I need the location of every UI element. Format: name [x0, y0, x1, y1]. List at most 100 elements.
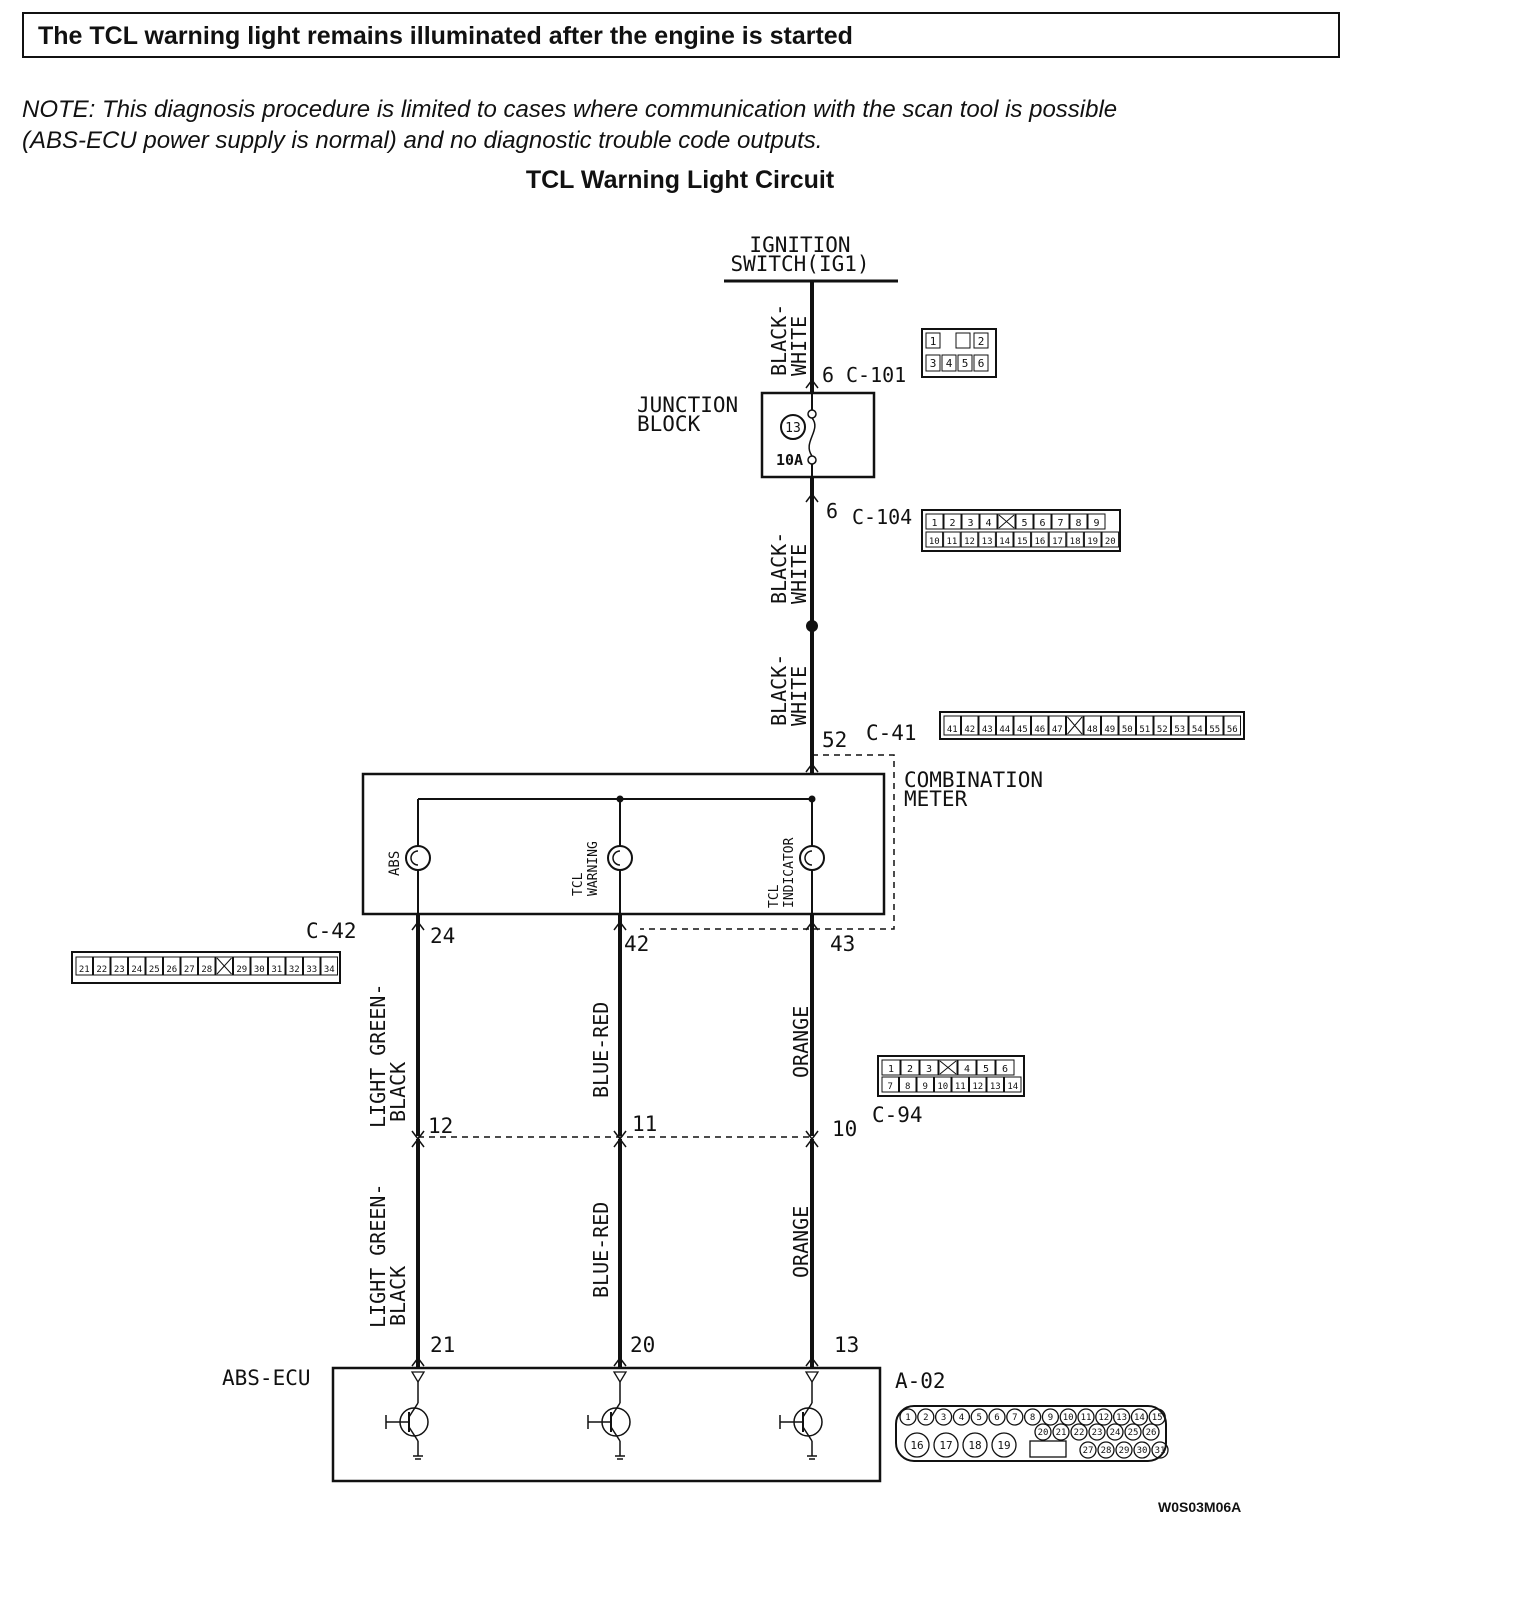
- c41-cell: [943, 715, 961, 736]
- a02-top-pin-circle: [899, 1408, 917, 1426]
- connector-arrow-c41: [805, 762, 819, 773]
- wire-label-light-green-black-1a: LIGHT GREEN-: [366, 984, 390, 1129]
- connector-arrow-c42-warning: [613, 920, 627, 931]
- c104-row1-cell: [961, 513, 980, 530]
- transistor-icon: [587, 1371, 631, 1460]
- c101-pin-5: 5: [962, 357, 969, 370]
- c104-row2-cell: [925, 531, 944, 548]
- c41-cell: [1171, 715, 1189, 736]
- lamp-label-tcl-warning-1: TCL: [571, 872, 586, 896]
- c104-row2-pin: 15: [1017, 537, 1028, 547]
- c42-pin: 24: [131, 965, 142, 975]
- c41-cell: [1136, 715, 1154, 736]
- a02-bottom-pin-circle: [1079, 1441, 1097, 1459]
- a02-top-pin: 3: [941, 1413, 946, 1423]
- a02-bottom-pin: 28: [1101, 1446, 1112, 1456]
- c104-row1-pin: 5: [1021, 518, 1027, 529]
- connector-label-c42: C-42: [306, 919, 357, 943]
- fuse-number-circle: [780, 414, 806, 440]
- c94-row2-cell: [969, 1076, 987, 1093]
- c104-row2-cell: [960, 531, 979, 548]
- connector-arrow-c101: [805, 378, 819, 389]
- c41-cell: [1031, 715, 1049, 736]
- c42-cell: [128, 956, 146, 976]
- c41-pin: 44: [999, 725, 1010, 735]
- pin-c42-indicator: 43: [830, 932, 855, 956]
- c94-row1-pin: 3: [926, 1064, 932, 1075]
- a02-mid-pin: 25: [1128, 1428, 1139, 1438]
- c104-row1-cell: [1069, 513, 1088, 530]
- a02-mid-pin-circle: [1142, 1423, 1160, 1441]
- wire-label-light-green-black-2b: BLACK: [386, 1266, 410, 1326]
- c42-pin: 25: [149, 965, 160, 975]
- c41-pin: 45: [1017, 725, 1028, 735]
- c41-cell: [1101, 715, 1119, 736]
- c101-pin-4: 4: [946, 357, 953, 370]
- a02-round-pin-circle: [933, 1432, 959, 1458]
- wire-label-black-white-1b: WHITE: [787, 316, 811, 376]
- connector-arrow-a02-a: [411, 1356, 425, 1367]
- c42-cell: [180, 956, 198, 976]
- combination-meter-box: [361, 772, 886, 916]
- c94-row2-cell: [934, 1076, 952, 1093]
- c101-pin-1: 1: [930, 335, 937, 348]
- a02-top-pin: 2: [923, 1413, 928, 1423]
- pin-c104: 6: [826, 499, 838, 523]
- c42-pin: 32: [289, 965, 300, 975]
- c41-pin: 47: [1052, 725, 1063, 735]
- c94-row2-cell: [881, 1076, 899, 1093]
- c94-row1-cell: [995, 1059, 1015, 1076]
- c41-blank-pin-icon: [1067, 716, 1083, 735]
- connector-arrow-a02-c: [805, 1356, 819, 1367]
- connector-label-c94: C-94: [872, 1103, 923, 1127]
- c42-cell: [285, 956, 303, 976]
- pin-c94-b: 11: [632, 1112, 657, 1136]
- pin-a02-a: 21: [430, 1333, 455, 1357]
- a02-mid-pin-circle: [1088, 1423, 1106, 1441]
- a02-top-pin-circle: [1006, 1408, 1024, 1426]
- c41-pin: 51: [1139, 725, 1150, 735]
- c104-row2-pin: 17: [1052, 537, 1063, 547]
- c94-row2-cell: [899, 1076, 917, 1093]
- c41-pin: 55: [1209, 725, 1220, 735]
- c41-pin: 41: [947, 725, 958, 735]
- a02-top-pin: 13: [1116, 1413, 1127, 1423]
- a02-key-slot: [1029, 1440, 1067, 1458]
- connector-arrow-c42-indicator: [805, 920, 819, 931]
- junction-block: JUNCTION BLOCK 13 10A: [637, 391, 876, 479]
- c94-row2-pin: 14: [1007, 1082, 1018, 1092]
- a02-top-pin: 6: [994, 1413, 999, 1423]
- c42-pin: 33: [306, 965, 317, 975]
- a02-top-pin-circle: [952, 1408, 971, 1426]
- a02-top-pin-circle: [1112, 1408, 1131, 1426]
- connector-label-c104: C-104: [852, 505, 912, 529]
- wire-label-light-green-black-1b: BLACK: [386, 1062, 410, 1122]
- c104-row2-cell: [1083, 531, 1102, 548]
- c42-cell: [75, 956, 93, 976]
- c104-row1-pin: 3: [967, 518, 973, 529]
- c42-cell: [163, 956, 181, 976]
- c42-cell: [110, 956, 128, 976]
- c94-row2-pin: 12: [972, 1082, 983, 1092]
- c94-row2-pin: 8: [905, 1082, 910, 1092]
- c42-pin: 30: [254, 965, 265, 975]
- a02-bottom-pin: 30: [1137, 1446, 1148, 1456]
- c104-row2-pin: 11: [946, 537, 957, 547]
- junction-block-box: [760, 391, 876, 479]
- c94-row2-cell: [986, 1076, 1004, 1093]
- a02-top-pin: 7: [1012, 1413, 1017, 1423]
- c42-cell: [303, 956, 321, 976]
- c42-pin: 31: [271, 965, 282, 975]
- c41-cell: [978, 715, 996, 736]
- c94-row2-cell: [916, 1076, 934, 1093]
- c94-row2-pin: 10: [937, 1082, 948, 1092]
- c41-pin: 43: [982, 725, 993, 735]
- fuse-element-icon: [808, 417, 816, 457]
- c94-row2-pin: 11: [955, 1082, 966, 1092]
- c104-row2-cell: [943, 531, 961, 548]
- connector-label-c41: C-41: [866, 721, 917, 745]
- c104-row2-cell: [1066, 531, 1084, 548]
- a02-top-pin: 10: [1063, 1413, 1074, 1423]
